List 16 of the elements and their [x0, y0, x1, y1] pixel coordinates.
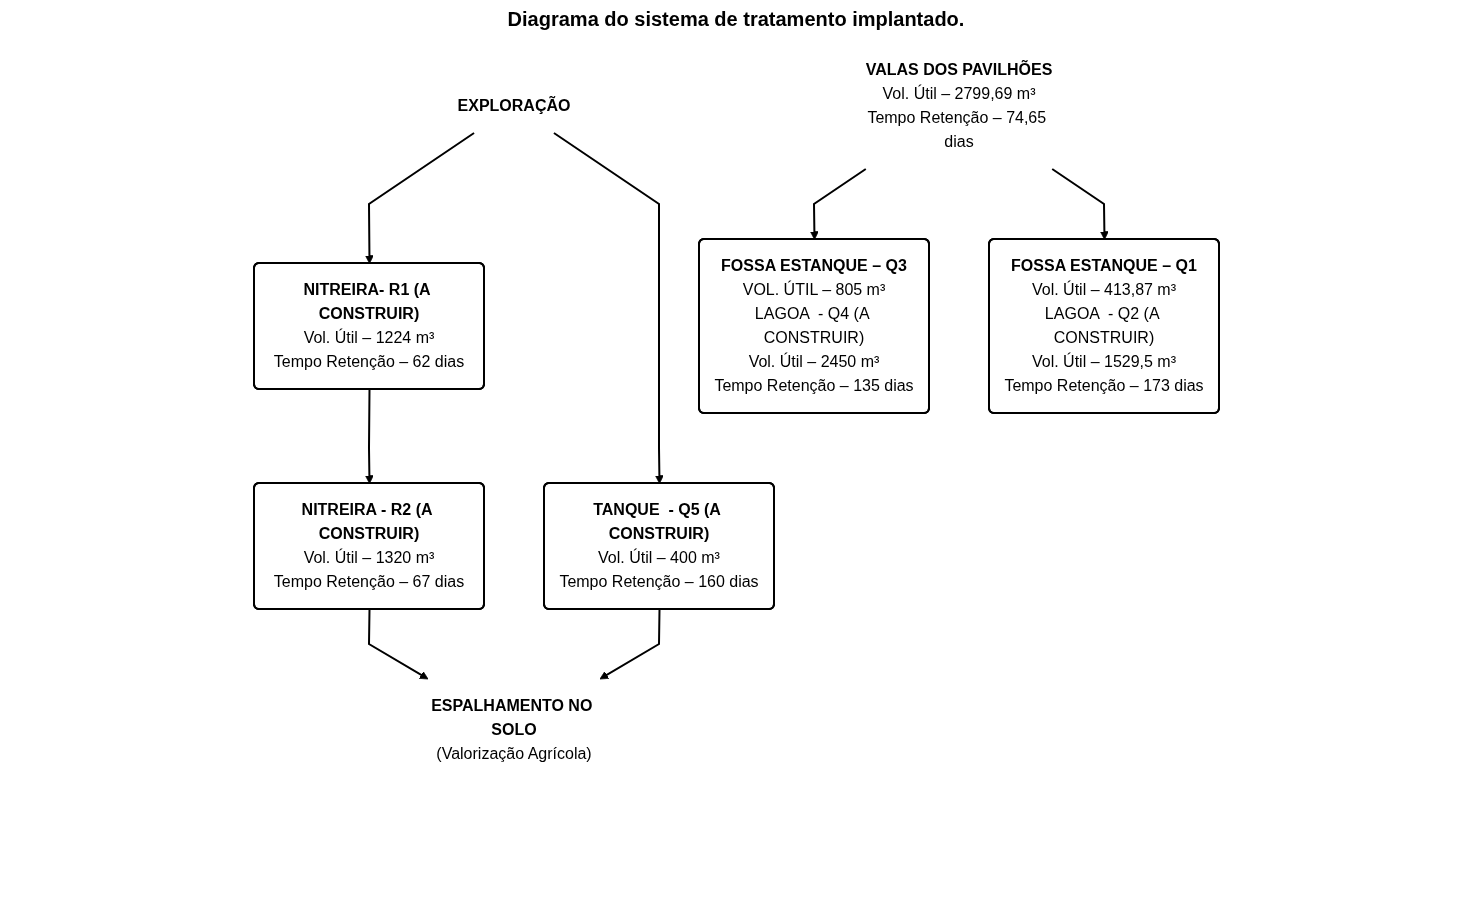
node-text: NITREIRA- R1 (A CONSTRUIR) Vol. Útil – 1224 m³ Tempo Retenção – 62 dias: [273, 281, 464, 370]
node-text: FOSSA ESTANQUE – Q3 VOL. ÚTIL – 805 m³ LAGOA - Q4 (A CONSTRUIR) Vol. Útil – 2450 m³ Tempo Retenção – 135 dias: [713, 257, 914, 394]
node-text: FOSSA ESTANQUE – Q1 Vol. Útil – 413,87 m³ LAGOA - Q2 (A CONSTRUIR) Vol. Útil – 1529,5 m³ Tempo Retenção – 173 dias: [1003, 257, 1204, 394]
node-text: ESPALHAMENTO NO SOLO (Valorização Agrícola): [430, 697, 592, 762]
arrow: [599, 608, 660, 680]
arrow: [364, 132, 475, 264]
node-text: VALAS DOS PAVILHÕES Vol. Útil – 2799,69 m³ Tempo Retenção – 74,65 dias: [865, 61, 1052, 150]
arrow: [809, 168, 867, 240]
diagram-title: Diagrama do sistema de tratamento implantado.: [506, 8, 966, 31]
node-text: TANQUE - Q5 (A CONSTRUIR) Vol. Útil – 400 m³ Tempo Retenção – 160 dias: [558, 501, 759, 590]
arrow: [364, 388, 374, 484]
arrow: [552, 132, 664, 484]
arrow: [367, 608, 428, 680]
arrow: [1050, 168, 1109, 240]
node-text: NITREIRA - R2 (A CONSTRUIR) Vol. Útil – 1320 m³ Tempo Retenção – 67 dias: [273, 501, 464, 590]
node-text: EXPLORAÇÃO: [457, 97, 570, 114]
